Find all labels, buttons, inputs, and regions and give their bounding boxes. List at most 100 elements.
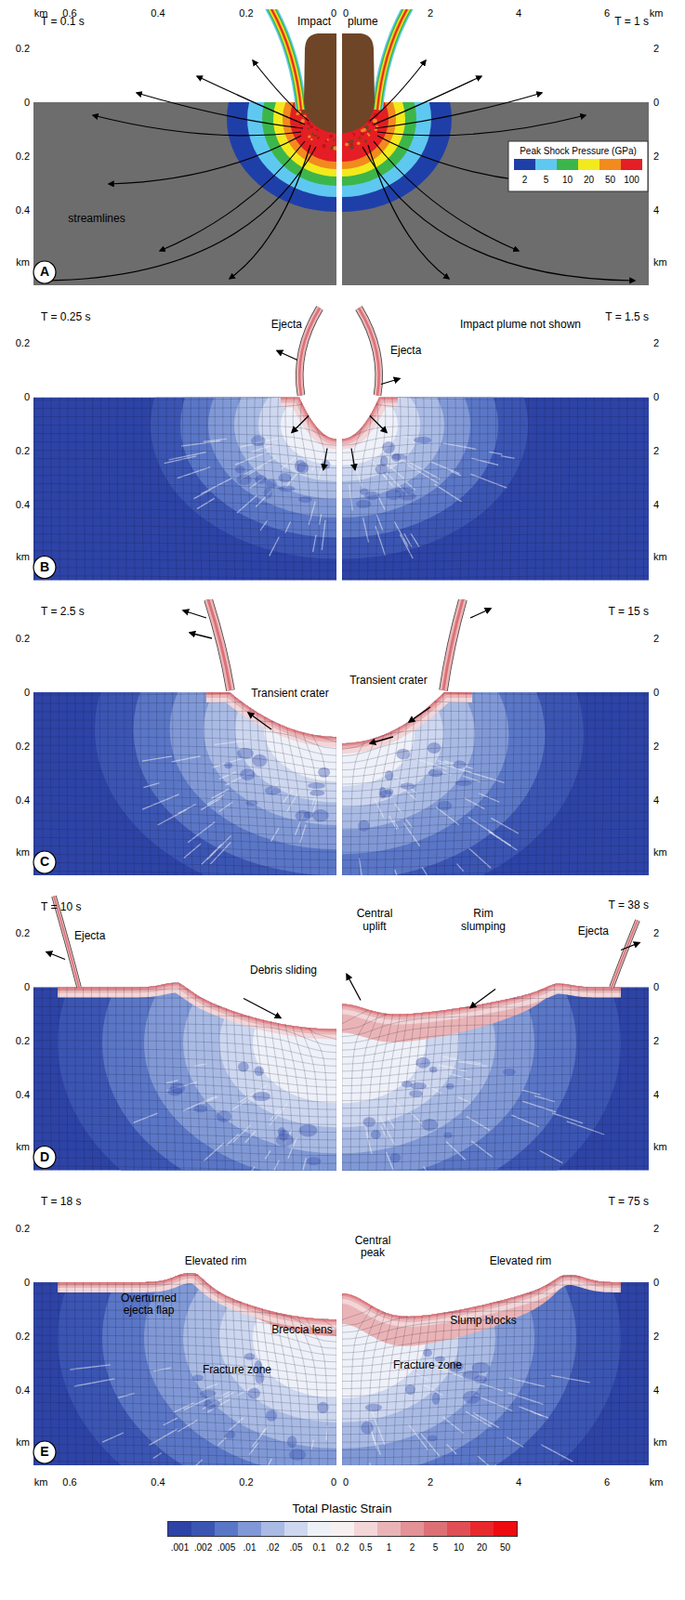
- illustration-part: [592, 387, 595, 580]
- illustration-part: [140, 977, 144, 1172]
- color-swatch: [423, 1522, 448, 1537]
- illustration-part: [307, 379, 319, 580]
- axis-tick: 0: [653, 391, 659, 403]
- illustration-part: [342, 666, 649, 876]
- illustration-part: [58, 387, 60, 580]
- illustration-part: [208, 599, 231, 691]
- illustration-part: [125, 387, 127, 580]
- illustration-part: [473, 1413, 500, 1429]
- illustration-part: [522, 1090, 541, 1095]
- illustration-part: [33, 1189, 337, 1466]
- illustration-part: [237, 495, 258, 514]
- axis-tick: km: [649, 1476, 664, 1489]
- illustration-part: [244, 1353, 255, 1361]
- colorbar-title: Total Plastic Strain: [292, 1502, 393, 1516]
- illustration-part: [292, 382, 303, 580]
- illustration-part: [519, 977, 523, 1171]
- illustration-part: [609, 387, 612, 580]
- axis-tick: 0: [24, 981, 30, 993]
- illustration-part: [280, 397, 337, 440]
- illustration-part: [620, 943, 640, 951]
- illustration-part: [342, 1189, 621, 1466]
- legend-label: 100: [623, 174, 640, 185]
- illustration-part: [552, 1273, 554, 1466]
- illustration-part: [502, 1068, 516, 1077]
- illustration-part: [419, 678, 429, 876]
- illustration-part: [107, 977, 110, 1171]
- illustration-part: [560, 977, 563, 1171]
- illustration-part: [180, 682, 185, 876]
- illustration-part: [41, 1273, 44, 1466]
- illustration-part: [469, 681, 475, 876]
- legend-label: 20: [476, 1542, 488, 1554]
- illustration-part: [342, 397, 398, 440]
- illustration-part: [518, 387, 521, 580]
- illustration-part: [33, 388, 337, 401]
- illustration-part: [33, 870, 337, 876]
- illustration-part: [264, 1459, 272, 1466]
- panel-letter: B: [39, 560, 50, 575]
- illustration-part: [33, 9, 337, 286]
- illustration-part: [149, 1429, 178, 1446]
- illustration-part: [376, 969, 395, 1171]
- illustration-part: [350, 959, 374, 1172]
- illustration-part: [626, 1273, 629, 1466]
- illustration-part: [336, 377, 338, 580]
- illustration-part: [251, 1428, 266, 1448]
- illustration-part: [33, 1149, 337, 1157]
- illustration-part: [262, 384, 269, 580]
- illustration-part: [243, 999, 281, 1019]
- illustration-part: [312, 809, 330, 823]
- color-swatch: [470, 1522, 494, 1537]
- illustration-part: [144, 1199, 337, 1466]
- axis-tick: 2: [653, 740, 659, 752]
- illustration-part: [280, 397, 337, 440]
- illustration-part: [427, 975, 438, 1172]
- illustration-part: [527, 977, 531, 1171]
- illustration-part: [364, 140, 368, 144]
- illustration-part: [43, 146, 317, 281]
- illustration-part: [508, 1393, 544, 1406]
- illustration-part: [264, 1150, 271, 1160]
- axis-tick: km: [15, 551, 30, 563]
- illustration-part: [381, 379, 400, 385]
- illustration-part: [342, 933, 496, 1155]
- illustration-part: [313, 130, 318, 135]
- illustration-part: [342, 956, 343, 1172]
- illustration-part: [342, 870, 649, 876]
- illustration-part: [238, 386, 244, 581]
- illustration-part: [33, 683, 36, 876]
- axis-tick: km: [653, 846, 668, 858]
- illustration-part: [183, 933, 337, 1155]
- panel-letter-circle: [33, 851, 56, 874]
- annotation: Slump blocks: [449, 1315, 516, 1328]
- axis-tick: 0: [24, 1277, 30, 1289]
- illustration-part: [585, 683, 587, 876]
- illustration-part: [33, 1360, 337, 1376]
- axis-tick: km: [649, 7, 664, 19]
- illustration-part: [210, 843, 231, 865]
- illustration-part: [201, 844, 223, 866]
- illustration-part: [634, 1273, 637, 1466]
- illustration-part: [33, 862, 337, 869]
- illustration-part: [147, 977, 151, 1172]
- illustration-part: [99, 977, 102, 1171]
- axis-tick: km: [15, 1141, 30, 1153]
- illustration-part: [148, 682, 152, 876]
- illustration-part: [75, 683, 78, 876]
- illustration-part: [342, 576, 649, 580]
- illustration-part: [382, 441, 396, 454]
- illustration-part: [46, 952, 66, 961]
- illustration-part: [75, 387, 78, 580]
- illustration-part: [502, 977, 507, 1172]
- annotation: Impact plume not shown: [460, 318, 581, 331]
- illustration-part: [289, 1259, 312, 1466]
- panel-letter: E: [39, 1445, 49, 1460]
- illustration-part: [342, 959, 649, 982]
- illustration-part: [393, 1099, 402, 1109]
- illustration-part: [303, 33, 337, 134]
- illustration-part: [375, 92, 542, 129]
- axis-tick: 0.2: [15, 150, 30, 162]
- illustration-part: [307, 134, 311, 138]
- illustration-part: [377, 115, 586, 136]
